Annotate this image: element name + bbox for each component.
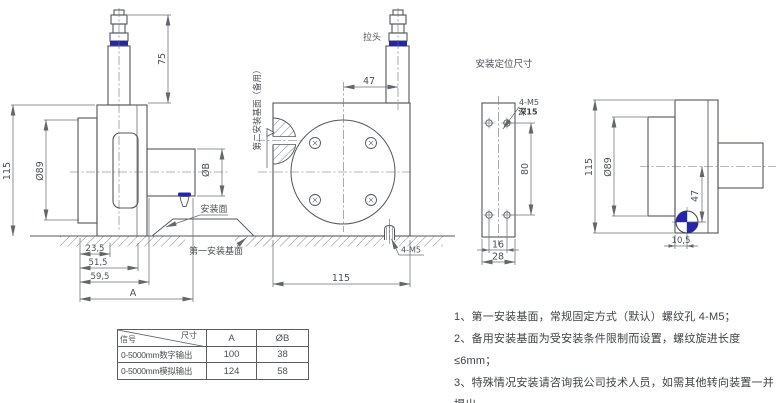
table-row: 0-5000mm数字输出 100 38 <box>118 347 308 363</box>
dim-l3: 59,5 <box>91 272 110 282</box>
label-mount-face: 安装面 <box>200 203 227 215</box>
dim-spacing-16: 16 <box>492 240 504 251</box>
note-1: 1、第一安装基面，常规固定方式（默认）螺纹孔 4-M5； <box>454 311 736 323</box>
side-view-dims <box>272 84 424 287</box>
rear-view-texts: 115 Ø89 47 10,5 <box>584 157 701 246</box>
note-3: 3、特殊情况安装请咨询我公司技术人员，如需其他转向装置一并提出。 <box>454 377 774 403</box>
table-row: 0-5000mm模拟输出 124 58 <box>118 363 308 379</box>
positioning-view <box>481 96 516 245</box>
wire-outlet-front <box>178 192 191 207</box>
dim-shaft-dia: ØB <box>201 163 212 177</box>
table-corner-dim-label: 尺寸 <box>181 331 197 340</box>
dim-spacing-28: 28 <box>492 252 504 263</box>
front-view-texts: 115 Ø89 75 ØB 23,5 51,5 59,5 A 安装面 第一安装基… <box>2 53 243 299</box>
table-b-cell: 38 <box>257 347 308 363</box>
table-model-cell: 0-5000mm模拟输出 <box>118 363 207 379</box>
dim-l4: A <box>130 288 137 299</box>
spec-table: 尺寸 信号 A ØB 0-5000mm数字输出 100 38 0-5000mm模… <box>117 329 309 380</box>
dim-outlet-10-5: 10,5 <box>672 236 691 246</box>
front-view <box>70 8 255 237</box>
label-screw-depth: 深15 <box>518 107 538 117</box>
dim-l1: 23,5 <box>86 244 105 254</box>
dim-outlet-47: 47 <box>690 190 701 202</box>
dim-body-dia-front: Ø89 <box>35 161 46 181</box>
label-base1: 第一安装基面 <box>189 245 243 257</box>
table-corner-signal-label: 信号 <box>120 335 136 344</box>
front-view-dims <box>10 14 247 302</box>
dim-height-rear: 115 <box>584 158 595 176</box>
table-corner-cell: 尺寸 信号 <box>118 330 207 347</box>
table-col-a-header: A <box>207 330 257 347</box>
table-b-cell: 58 <box>277 365 288 377</box>
table-a-cell: 100 <box>207 347 257 363</box>
dim-spacing-80: 80 <box>520 163 531 175</box>
dim-body-dia-rear: Ø89 <box>603 157 614 177</box>
screw-holes-side <box>309 137 377 206</box>
corner-diagonal <box>118 330 207 347</box>
dim-travel: 75 <box>157 53 168 65</box>
positioning-view-texts: 安装定位尺寸 4-M5 深15 80 16 28 <box>475 58 538 263</box>
table-col-b-header: ØB <box>257 330 308 347</box>
wire-outlet-target <box>672 207 702 237</box>
dim-height-front: 115 <box>2 162 13 180</box>
dim-l2: 51,5 <box>89 258 108 268</box>
table-model-cell: 0-5000mm数字输出 <box>118 347 207 363</box>
table-a-cell: 124 <box>207 363 257 379</box>
note-2: 2、备用安装基面为受安装条件限制而设置，螺纹旋进长度≤6mm； <box>454 333 741 367</box>
side-view-texts: 拉头 第二安装基面（备用） 47 115 4-M5 <box>252 31 421 284</box>
table-header-row: 尺寸 信号 A ØB <box>118 330 308 347</box>
rear-view <box>640 99 776 237</box>
label-screws-positioning: 4-M5 <box>519 98 539 107</box>
positioning-title: 安装定位尺寸 <box>475 58 533 70</box>
label-screws-side: 4-M5 <box>401 246 421 255</box>
notes: 1、第一安装基面，常规固定方式（默认）螺纹孔 4-M5； 2、备用安装基面为受安… <box>454 306 774 403</box>
side-view <box>256 8 413 244</box>
positioning-holes <box>483 117 513 221</box>
rear-view-dims <box>592 99 706 249</box>
dim-width-115: 115 <box>332 273 350 284</box>
positioning-view-dims <box>477 106 535 265</box>
dim-offset-47: 47 <box>363 76 375 87</box>
label-pull-head: 拉头 <box>363 31 381 43</box>
label-base2: 第二安装基面（备用） <box>252 65 263 150</box>
